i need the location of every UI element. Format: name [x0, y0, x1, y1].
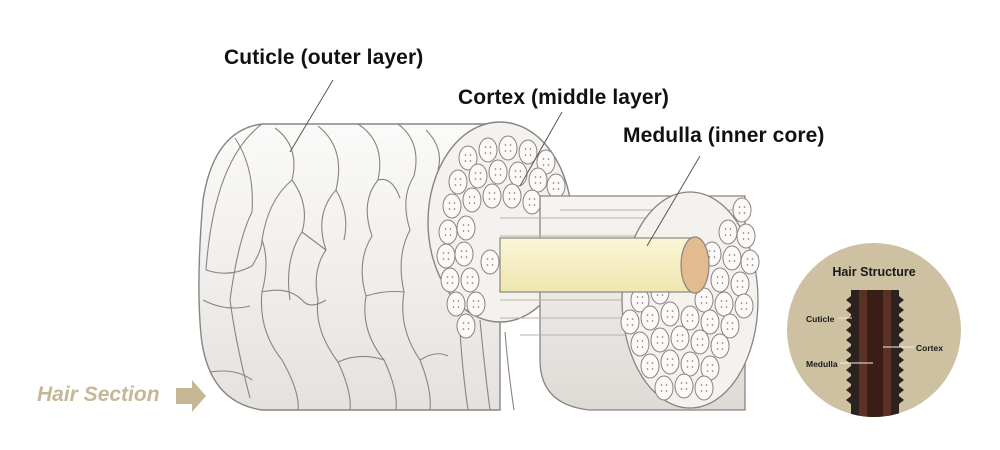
cortex-cell	[740, 249, 760, 275]
cortex-cell	[650, 327, 670, 353]
cortex-cell	[674, 373, 694, 399]
cortex-cell	[522, 189, 542, 215]
cortex-cell	[456, 215, 476, 241]
inset-title: Hair Structure	[832, 265, 916, 279]
inset-medulla-label: Medulla	[806, 359, 838, 369]
cortex-cell	[468, 163, 488, 189]
cortex-cell	[462, 187, 482, 213]
cortex-cell	[546, 173, 566, 199]
cortex-cell	[660, 301, 680, 327]
inset-cuticle-label: Cuticle	[806, 314, 835, 324]
cortex-cell	[454, 241, 474, 267]
cortex-cell	[480, 249, 500, 275]
hair-structure-inset	[787, 243, 961, 417]
cortex-cell	[438, 219, 458, 245]
cortex-cell	[710, 333, 730, 359]
cortex-cell	[732, 197, 752, 223]
medulla-core	[499, 236, 710, 294]
cortex-cell	[502, 183, 522, 209]
hair-section-caption: Hair Section	[37, 383, 160, 406]
cortex-cell	[436, 243, 456, 269]
cortex-cell	[488, 159, 508, 185]
cortex-cell	[482, 183, 502, 209]
cortex-cell	[722, 245, 742, 271]
cortex-cell	[478, 137, 498, 163]
cortex-cell	[680, 351, 700, 377]
cortex-cell	[660, 349, 680, 375]
cortex-cell	[736, 223, 756, 249]
cortex-cell	[690, 329, 710, 355]
cortex-cell	[460, 267, 480, 293]
cortex-cell	[498, 135, 518, 161]
cortex-cell	[714, 291, 734, 317]
medulla-label: Medulla (inner core)	[623, 124, 825, 147]
cortex-cell	[670, 325, 690, 351]
cortex-cell	[640, 305, 660, 331]
cortex-cell	[734, 293, 754, 319]
cortex-cell	[448, 169, 468, 195]
cortex-cell	[730, 271, 750, 297]
cortex-label: Cortex (middle layer)	[458, 86, 669, 109]
pointer-lines	[289, 79, 701, 247]
cortex-cell	[442, 193, 462, 219]
cortex-cell	[528, 167, 548, 193]
cortex-cell	[446, 291, 466, 317]
cortex-cell	[710, 267, 730, 293]
inset-cortex-label: Cortex	[916, 343, 943, 353]
cortex-cell	[694, 287, 714, 313]
cortex-cell	[680, 305, 700, 331]
cuticle-shell	[198, 123, 515, 411]
cortex-cell	[720, 313, 740, 339]
cuticle-label: Cuticle (outer layer)	[224, 46, 424, 69]
cortex-cell	[466, 291, 486, 317]
cortex-cell	[458, 145, 478, 171]
cortex-cell	[694, 375, 714, 401]
arrow-right-icon	[176, 380, 206, 412]
cortex-cell	[654, 375, 674, 401]
cortex-cell	[620, 309, 640, 335]
cortex-cell	[518, 139, 538, 165]
cortex-cell	[456, 313, 476, 339]
cortex-cell	[700, 309, 720, 335]
cortex-cell	[508, 161, 528, 187]
cortex-cell	[718, 219, 738, 245]
cortex-cell	[630, 331, 650, 357]
cortex-cell	[440, 267, 460, 293]
cortex-cell	[640, 353, 660, 379]
